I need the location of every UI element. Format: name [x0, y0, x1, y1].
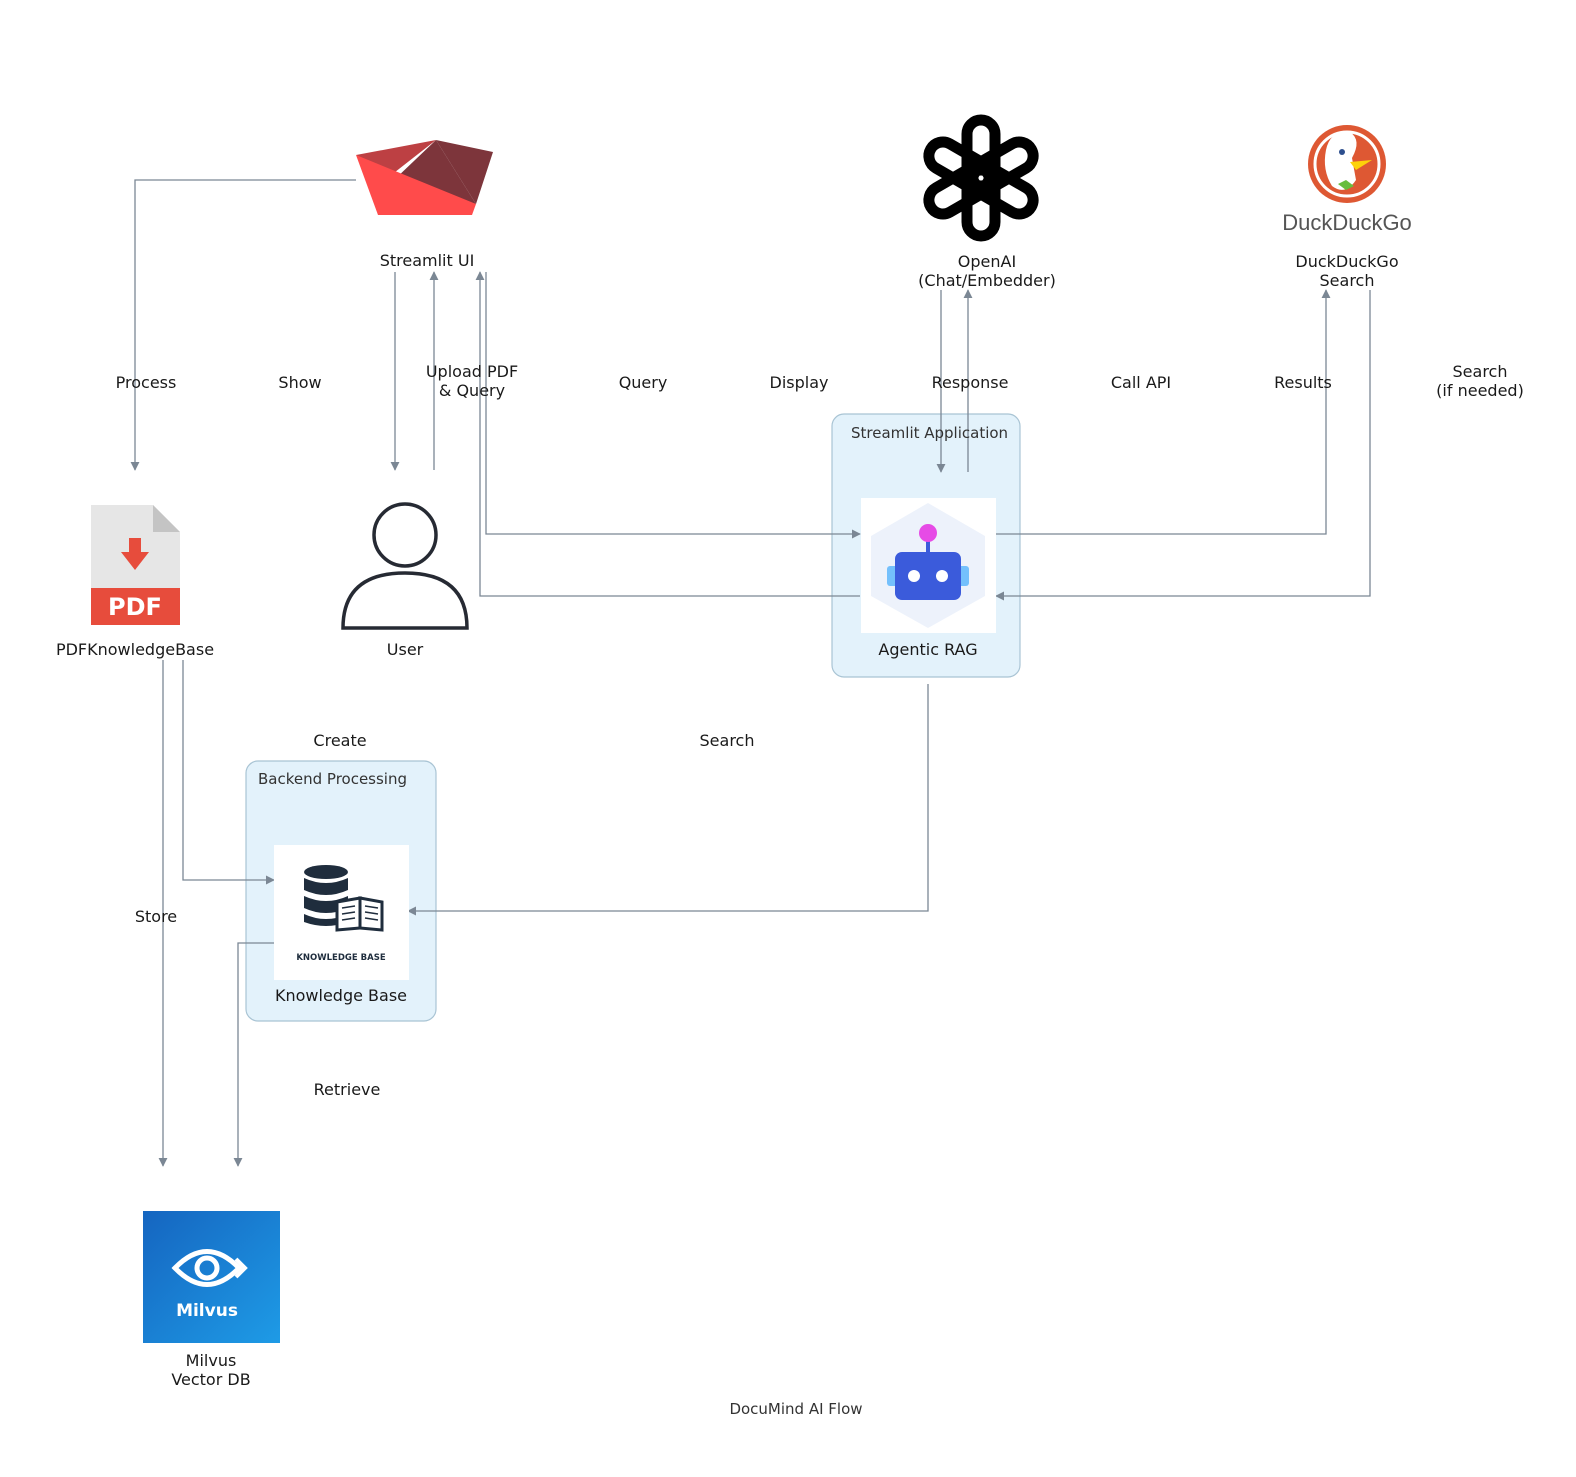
knowledge-base-label: Knowledge Base — [275, 986, 407, 1005]
edge-results — [995, 290, 1371, 601]
edge-label-create: Create — [313, 731, 367, 750]
milvus-wordmark: Milvus — [176, 1301, 238, 1321]
duckduckgo-label: DuckDuckGo Search — [1295, 252, 1399, 290]
edge-label-upload: Upload PDF & Query — [425, 362, 519, 400]
edge-create — [182, 660, 275, 885]
edge-display — [475, 271, 860, 597]
edge-label-response: Response — [931, 373, 1009, 392]
pdf-knowledgebase-label: PDFKnowledgeBase — [55, 640, 215, 659]
streamlit-application-title: Streamlit Application — [851, 424, 1009, 442]
edge-label-search: Search — [699, 731, 755, 750]
streamlit-logo — [356, 140, 493, 215]
edge-label-query: Query — [618, 373, 668, 392]
milvus-logo: Milvus — [143, 1211, 280, 1343]
edge-label-retrieve: Retrieve — [313, 1080, 381, 1099]
openai-label: OpenAI (Chat/Embedder) — [918, 252, 1056, 290]
duckduckgo-wordmark: DuckDuckGo — [1282, 210, 1412, 235]
milvus-label: Milvus Vector DB — [171, 1351, 251, 1389]
edge-label-store: Store — [134, 907, 178, 926]
streamlit-ui-label: Streamlit UI — [379, 251, 475, 270]
edge-label-search-if-needed: Search (if needed) — [1436, 362, 1524, 400]
edge-retrieve — [233, 942, 274, 1167]
duckduckgo-logo: DuckDuckGo — [1282, 125, 1412, 235]
edge-label-display: Display — [769, 373, 829, 392]
diagram-caption: DocuMind AI Flow — [729, 1400, 863, 1418]
edge-label-call-api: Call API — [1110, 373, 1172, 392]
edge-search — [407, 684, 929, 916]
edge-label-show: Show — [278, 373, 322, 392]
pdf-badge-text: PDF — [108, 593, 162, 621]
edge-query — [485, 272, 861, 539]
edge-label-process: Process — [115, 373, 177, 392]
edge-process — [130, 179, 356, 471]
knowledge-base-icon: KNOWLEDGE BASE — [274, 845, 409, 980]
openai-logo — [923, 114, 1039, 242]
agentic-rag-icon — [861, 498, 996, 633]
edge-call-api — [996, 289, 1331, 535]
agentic-rag-label: Agentic RAG — [878, 640, 978, 659]
kb-caption-text: KNOWLEDGE BASE — [296, 953, 386, 963]
user-label: User — [386, 640, 424, 659]
backend-processing-title: Backend Processing — [258, 770, 408, 788]
pdf-icon: PDF — [91, 505, 180, 625]
user-icon — [341, 502, 469, 630]
edge-label-results: Results — [1274, 373, 1332, 392]
